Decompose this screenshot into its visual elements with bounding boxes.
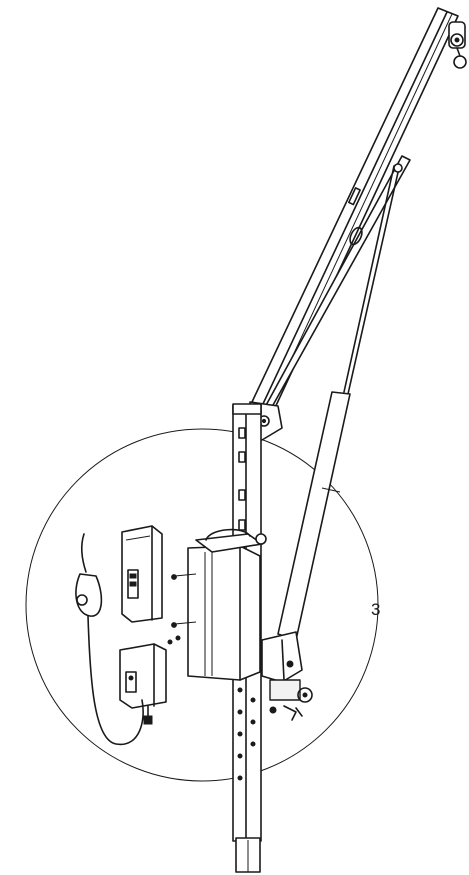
- mounting-screws: [167, 573, 197, 645]
- callout-label: 3: [371, 600, 380, 619]
- detail-callout-circle: [25, 428, 379, 782]
- mast-base-tube: [235, 837, 261, 873]
- winch-motor: [261, 631, 313, 721]
- boom-arm: [251, 7, 459, 421]
- control-box: [121, 525, 163, 623]
- pendant-remote: [75, 533, 144, 746]
- battery-housing: [187, 528, 267, 681]
- switch-box: [119, 643, 167, 725]
- boom-tip-pulley: [448, 21, 467, 69]
